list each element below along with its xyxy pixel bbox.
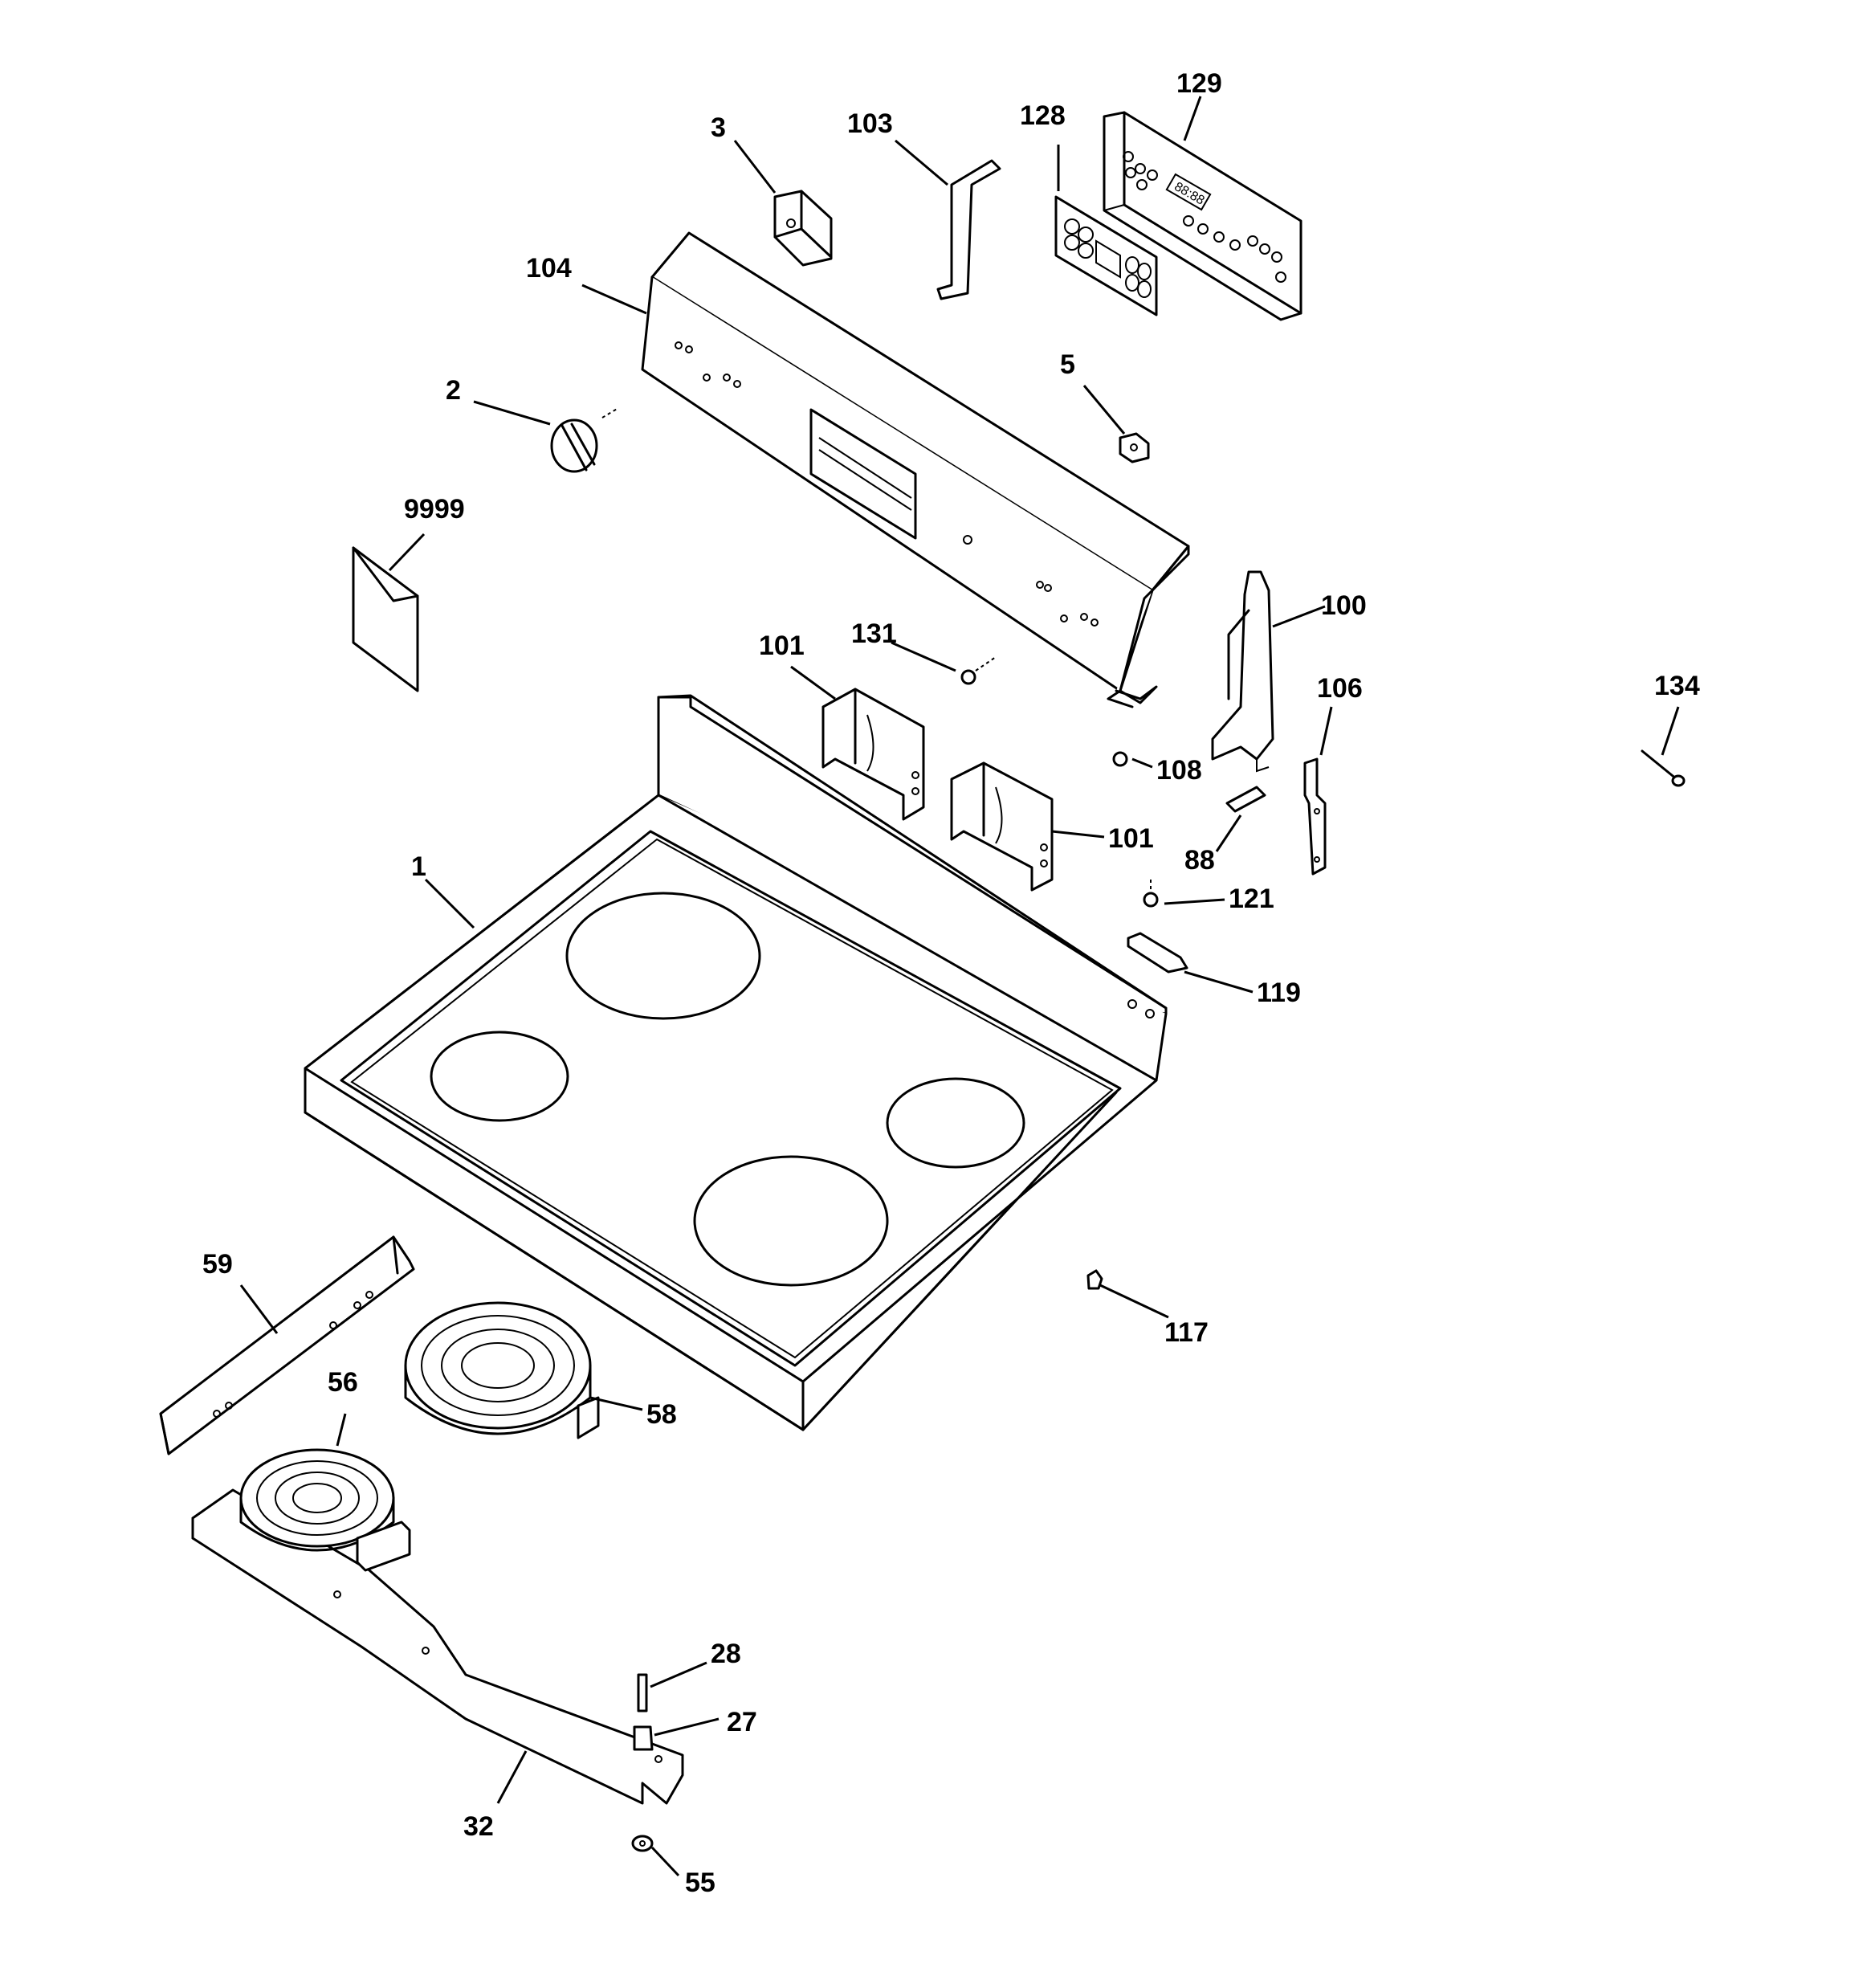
burner-front-left-circle bbox=[430, 1031, 569, 1122]
leader-lines bbox=[239, 96, 1680, 1877]
label-part-1: 1 bbox=[411, 851, 426, 882]
pin-part-88 bbox=[1225, 786, 1266, 813]
nut-part-117 bbox=[1086, 1269, 1103, 1290]
label-part-27: 27 bbox=[727, 1707, 757, 1737]
label-part-121: 121 bbox=[1229, 884, 1274, 914]
side-trim-part-100 bbox=[1211, 570, 1274, 773]
label-part-131: 131 bbox=[851, 618, 897, 649]
bracket-part-103 bbox=[936, 159, 1001, 300]
label-part-108: 108 bbox=[1156, 755, 1202, 786]
burner-element-part-58 bbox=[404, 1301, 600, 1439]
angle-bracket-part-59 bbox=[159, 1235, 415, 1455]
label-part-59: 59 bbox=[202, 1249, 233, 1280]
label-part-3: 3 bbox=[711, 112, 726, 143]
label-part-100: 100 bbox=[1321, 590, 1367, 621]
spacer-part-27 bbox=[633, 1725, 654, 1751]
screw-part-108 bbox=[1112, 751, 1128, 767]
label-part-128: 128 bbox=[1020, 100, 1066, 131]
label-part-117: 117 bbox=[1164, 1317, 1209, 1348]
burner-rear-left-circle bbox=[565, 892, 761, 1020]
label-part-58: 58 bbox=[646, 1399, 677, 1430]
screw-part-121 bbox=[1143, 880, 1159, 908]
hinge-part-119 bbox=[1127, 932, 1188, 974]
label-part-103: 103 bbox=[847, 108, 893, 139]
label-part-129: 129 bbox=[1176, 68, 1222, 99]
control-board-part-129: 88:88 bbox=[1103, 111, 1302, 321]
label-part-55: 55 bbox=[685, 1868, 715, 1898]
nut-part-55 bbox=[631, 1835, 654, 1852]
burner-rear-right-circle bbox=[886, 1077, 1025, 1169]
bracket-part-101-lower bbox=[950, 761, 1054, 892]
part-labels: 3 103 128 129 104 2 9999 5 131 101 100 1… bbox=[202, 68, 1700, 1898]
label-part-88: 88 bbox=[1184, 845, 1215, 876]
label-part-119: 119 bbox=[1257, 978, 1301, 1008]
stud-part-28 bbox=[637, 1673, 648, 1712]
label-part-104: 104 bbox=[526, 253, 572, 284]
label-part-28: 28 bbox=[711, 1639, 741, 1669]
label-part-106: 106 bbox=[1317, 673, 1363, 704]
cooktop-part-1 bbox=[304, 694, 1168, 1431]
backguard-part-104 bbox=[641, 231, 1190, 708]
bracket-part-32 bbox=[191, 1488, 684, 1805]
knob-part-2 bbox=[550, 407, 619, 473]
label-part-5: 5 bbox=[1060, 349, 1075, 380]
label-part-9999: 9999 bbox=[404, 494, 465, 525]
switch-part-3 bbox=[773, 190, 833, 267]
literature-part-9999 bbox=[352, 546, 419, 692]
screw-part-131 bbox=[960, 656, 997, 685]
label-part-134: 134 bbox=[1654, 671, 1700, 701]
burner-element-part-56 bbox=[239, 1448, 411, 1572]
label-part-32: 32 bbox=[463, 1811, 494, 1842]
overlay-part-128 bbox=[1054, 195, 1158, 316]
screw-part-134 bbox=[1641, 749, 1686, 787]
burner-front-right-circle bbox=[693, 1155, 889, 1287]
label-part-101-lower: 101 bbox=[1108, 823, 1154, 854]
bracket-part-106 bbox=[1303, 757, 1327, 876]
label-part-56: 56 bbox=[328, 1367, 358, 1398]
switch-part-5 bbox=[1119, 432, 1150, 463]
label-part-101-upper: 101 bbox=[759, 631, 805, 661]
label-part-2: 2 bbox=[446, 375, 461, 406]
bracket-part-101-upper bbox=[821, 688, 925, 821]
